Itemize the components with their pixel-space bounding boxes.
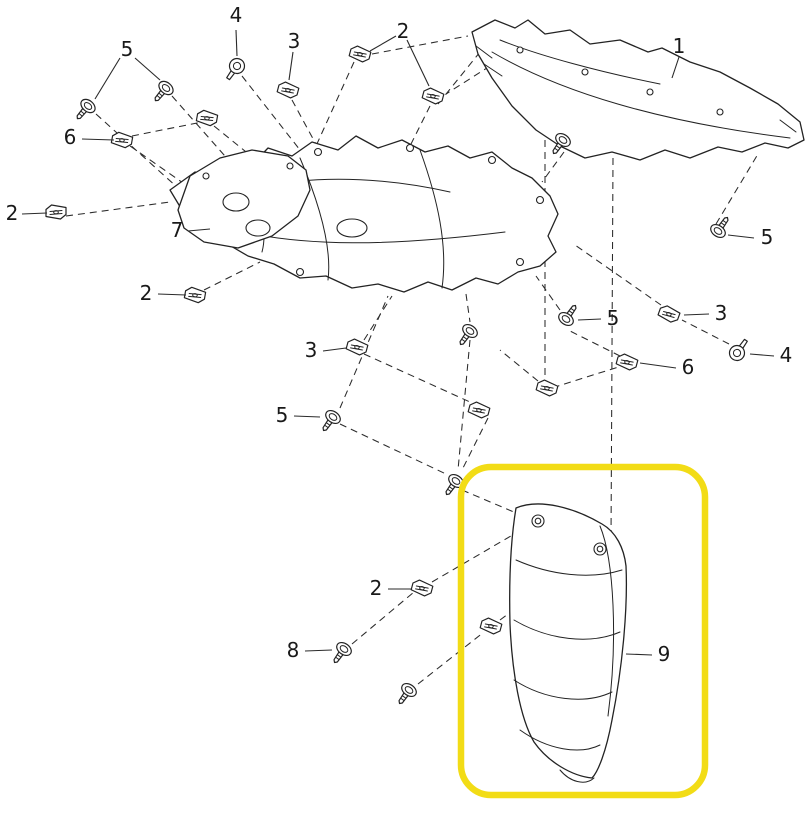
callout-5-right[interactable]: 5 — [727, 225, 774, 249]
callout-2-mid-left[interactable]: 2 — [140, 281, 187, 305]
callout-6-right[interactable]: 6 — [639, 355, 695, 379]
clip-icon — [409, 578, 435, 598]
clip-icon — [45, 204, 67, 220]
callout-3-bottom[interactable]: 3 — [305, 338, 347, 362]
callout-4-top[interactable]: 4 — [230, 3, 243, 57]
callout-5-mid-right[interactable]: 5 — [577, 306, 620, 330]
callouts: 4 3 2 1 5 6 2 7 — [6, 3, 793, 666]
svg-text:3[interactable]: 3 — [715, 301, 728, 325]
clip-icon — [478, 616, 504, 636]
callout-5-top-left[interactable]: 5 — [94, 37, 161, 100]
part-1-panel[interactable] — [471, 19, 805, 161]
screw-icon — [707, 212, 735, 241]
clip-icon — [275, 80, 301, 100]
callout-3-right[interactable]: 3 — [683, 301, 728, 325]
svg-text:6[interactable]: 6 — [682, 355, 695, 379]
svg-text:4[interactable]: 4 — [230, 3, 243, 27]
svg-text:5[interactable]: 5 — [761, 225, 774, 249]
svg-text:8[interactable]: 8 — [287, 638, 300, 662]
callout-1[interactable]: 1 — [671, 34, 686, 79]
callout-2-top[interactable]: 2 — [369, 19, 430, 87]
svg-text:6[interactable]: 6 — [64, 125, 77, 149]
svg-text:2[interactable]: 2 — [6, 201, 19, 225]
part-9-splash-shield[interactable] — [509, 503, 628, 783]
clip-icon — [344, 337, 370, 357]
callout-6-left[interactable]: 6 — [64, 125, 115, 149]
svg-text:5[interactable]: 5 — [121, 37, 134, 61]
clip-icon — [420, 86, 446, 106]
svg-text:3[interactable]: 3 — [305, 338, 318, 362]
callout-8[interactable]: 8 — [287, 638, 333, 662]
clip-icon — [110, 130, 134, 150]
screw-icon — [327, 639, 355, 668]
svg-text:2[interactable]: 2 — [140, 281, 153, 305]
callout-5-bottom[interactable]: 5 — [276, 403, 321, 427]
svg-text:1[interactable]: 1 — [673, 34, 686, 58]
screw-icon — [453, 321, 481, 350]
assembly-dashed-lines — [65, 35, 759, 685]
screw-icon — [555, 300, 583, 329]
callout-3-top[interactable]: 3 — [288, 29, 301, 81]
clip-icon — [534, 378, 560, 398]
callout-2-far-left[interactable]: 2 — [6, 201, 48, 225]
part-7-under-cover[interactable] — [169, 135, 559, 293]
svg-text:2[interactable]: 2 — [397, 19, 410, 43]
callout-2-bottom[interactable]: 2 — [370, 576, 412, 600]
svg-text:3[interactable]: 3 — [288, 29, 301, 53]
svg-text:9[interactable]: 9 — [658, 642, 671, 666]
svg-text:5[interactable]: 5 — [607, 306, 620, 330]
part-7-end-plate[interactable] — [177, 149, 311, 249]
screw-icon — [316, 407, 344, 436]
callout-7[interactable]: 7 — [171, 218, 211, 242]
clip-icon — [347, 44, 373, 64]
screw-icon — [70, 96, 99, 125]
clip-icon — [466, 400, 492, 420]
highlight-box — [457, 463, 709, 799]
svg-text:2[interactable]: 2 — [370, 576, 383, 600]
clip-icon — [656, 303, 682, 325]
svg-text:7[interactable]: 7 — [171, 218, 184, 242]
clip-icon — [183, 285, 207, 305]
svg-text:5[interactable]: 5 — [276, 403, 289, 427]
svg-text:4[interactable]: 4 — [780, 343, 793, 367]
callout-9[interactable]: 9 — [625, 642, 671, 666]
screw-icon — [148, 78, 177, 107]
bolt-icon — [725, 335, 753, 365]
callout-4-right[interactable]: 4 — [749, 343, 793, 367]
screw-icon — [392, 680, 420, 709]
clip-icon — [195, 108, 219, 128]
